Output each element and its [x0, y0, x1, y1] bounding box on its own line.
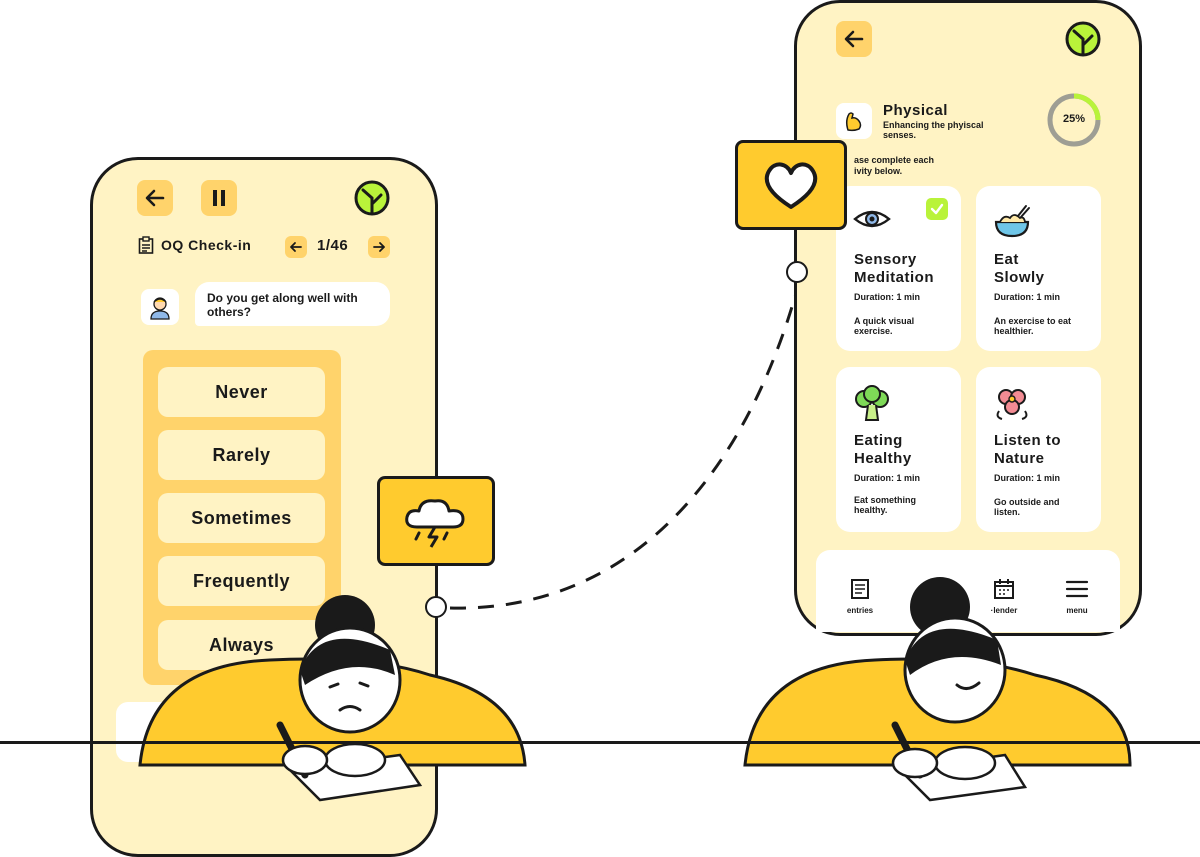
sad-person-illustration	[138, 595, 527, 802]
card-description: An exercise to eat healthier.	[994, 316, 1072, 336]
card-title: Eating Healthy	[854, 432, 912, 467]
question-bubble: Do you get along well with others?	[195, 282, 390, 326]
flexed-arm-icon	[845, 112, 862, 132]
nav-label: menu	[1066, 606, 1088, 615]
back-button[interactable]	[836, 21, 872, 57]
checkin-header: OQ Check-in	[138, 236, 251, 254]
progress-ring: 25%	[1044, 92, 1104, 148]
category-title: Physical	[883, 102, 948, 119]
answer-never-button[interactable]: Never	[158, 367, 325, 417]
question-counter: 1/46	[317, 237, 349, 254]
leaf-logo-icon	[1065, 21, 1101, 57]
bowl-icon	[994, 205, 1030, 238]
heart-icon	[764, 162, 818, 209]
entries-icon	[851, 579, 869, 599]
card-duration: Duration: 1 min	[854, 473, 921, 483]
activity-card-eat-slowly[interactable]: Eat Slowly Duration: 1 min An exercise t…	[976, 186, 1101, 351]
nav-menu[interactable]: menu	[1047, 578, 1107, 615]
calendar-icon	[994, 579, 1014, 599]
activity-card-listen-to-nature[interactable]: Listen to Nature Duration: 1 min Go outs…	[976, 367, 1101, 532]
connector-node-right	[786, 261, 808, 283]
card-title: Eat Slowly	[994, 251, 1045, 286]
progress-label: 25%	[1062, 113, 1086, 125]
clipboard-icon	[138, 236, 154, 254]
instruction-text: ase complete each ivity below.	[854, 155, 935, 176]
next-question-button[interactable]	[368, 236, 390, 258]
question-text: Do you get along well with others?	[207, 291, 358, 319]
app-logo	[1065, 21, 1101, 62]
counselor-avatar	[141, 289, 179, 325]
answer-frequently-button[interactable]: Frequently	[158, 556, 325, 606]
arrow-right-icon	[373, 242, 385, 252]
counselor-avatar-icon	[150, 297, 170, 320]
checkin-label: OQ Check-in	[161, 237, 252, 253]
connector-node-left	[425, 596, 447, 618]
card-duration: Duration: 1 min	[994, 292, 1061, 302]
answer-sometimes-button[interactable]: Sometimes	[158, 493, 325, 543]
nav-label: entries	[846, 606, 874, 615]
heart-mood-box	[735, 140, 847, 230]
activity-card-eating-healthy[interactable]: Eating Healthy Duration: 1 min Eat somet…	[836, 367, 961, 532]
card-title: Sensory Meditation	[854, 251, 934, 286]
back-button[interactable]	[137, 180, 173, 216]
flower-icon	[996, 389, 1028, 420]
answer-rarely-button[interactable]: Rarely	[158, 430, 325, 480]
storm-mood-box	[377, 476, 495, 566]
card-description: Eat something healthy.	[854, 495, 917, 515]
leaf-logo-icon	[354, 180, 390, 216]
menu-icon	[1065, 580, 1089, 598]
arrow-left-icon	[145, 189, 165, 207]
activity-card-sensory-meditation[interactable]: Sensory Meditation Duration: 1 min A qui…	[836, 186, 961, 351]
happy-person-illustration	[743, 577, 1132, 802]
broccoli-icon	[855, 385, 889, 421]
card-description: Go outside and listen.	[994, 497, 1060, 517]
arrow-left-icon	[844, 30, 864, 48]
nav-calendar[interactable]: ·lender	[974, 578, 1034, 615]
completed-check-icon	[926, 198, 948, 220]
eye-icon	[853, 210, 891, 228]
storm-cloud-icon	[405, 499, 465, 548]
pause-button[interactable]	[201, 180, 237, 216]
card-description: A quick visual exercise.	[854, 316, 915, 336]
table-line	[0, 741, 1200, 744]
category-icon-tile	[836, 103, 872, 139]
card-title: Listen to Nature	[994, 432, 1061, 467]
card-duration: Duration: 1 min	[994, 473, 1061, 483]
pause-icon	[213, 190, 225, 206]
prev-question-button[interactable]	[285, 236, 307, 258]
nav-label: ·lender	[990, 606, 1018, 615]
card-duration: Duration: 1 min	[854, 292, 921, 302]
app-logo	[354, 180, 390, 221]
category-subtitle: Enhancing the phyiscal senses.	[883, 120, 984, 140]
progress-ring-graphic	[1047, 93, 1101, 147]
nav-entries[interactable]: entries	[830, 578, 890, 615]
arrow-left-icon	[290, 242, 302, 252]
